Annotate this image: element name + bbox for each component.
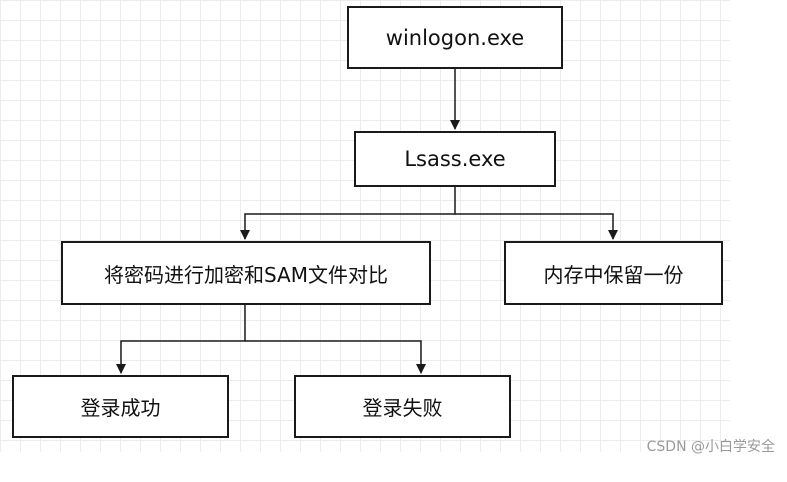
node-compare-sam-label: 将密码进行加密和SAM文件对比 [103, 262, 388, 287]
node-winlogon-label: winlogon.exe [385, 25, 525, 50]
edge-lsass-to-memory [455, 213, 618, 240]
node-lsass: Lsass.exe [354, 131, 556, 187]
edge-lsass-to-compare [240, 187, 456, 240]
node-winlogon: winlogon.exe [347, 6, 563, 69]
node-login-success-label: 登录成功 [80, 396, 161, 420]
node-login-fail-label: 登录失败 [362, 396, 443, 420]
node-login-success: 登录成功 [12, 375, 229, 438]
node-memory-copy: 内存中保留一份 [504, 241, 723, 305]
edge-compare-to-fail [245, 340, 426, 374]
node-compare-sam: 将密码进行加密和SAM文件对比 [61, 241, 431, 305]
watermark: CSDN @小白学安全 [646, 439, 775, 455]
edge-compare-to-success [116, 305, 246, 374]
node-login-fail: 登录失败 [294, 375, 511, 438]
node-memory-copy-label: 内存中保留一份 [543, 262, 684, 287]
node-lsass-label: Lsass.exe [404, 147, 506, 171]
